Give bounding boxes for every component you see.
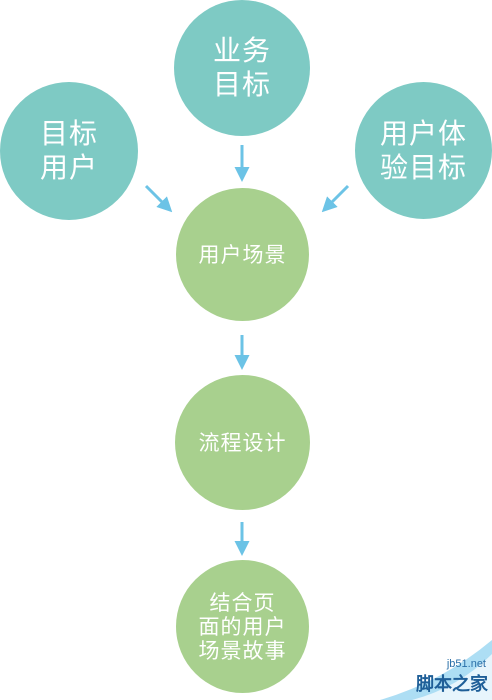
business-goal-line-2: 目标: [212, 68, 271, 101]
ux-goal-line-1: 用户体: [379, 116, 467, 150]
page-story-line-3: 场景故事: [198, 638, 287, 663]
business-goal-node: 业务 目标: [174, 0, 310, 136]
ux-goal-line-2: 验目标: [379, 150, 467, 184]
watermark-site: jb51.net: [446, 658, 486, 670]
user-scenario-label: 用户场景: [198, 242, 287, 267]
page-story-node: 结合页 面的用户 场景故事: [176, 560, 309, 693]
arrow-users-to-scenario: [144, 184, 173, 213]
watermark-swoosh: [380, 640, 492, 700]
process-design-label: 流程设计: [198, 430, 287, 455]
watermark-name: 脚本之家: [416, 674, 488, 695]
target-users-node: 目标 用户: [0, 82, 138, 220]
target-users-line-2: 用户: [39, 151, 98, 184]
page-story-line-2: 面的用户: [198, 614, 287, 639]
page-story-line-1: 结合页: [209, 590, 276, 615]
business-goal-line-1: 业务: [212, 34, 271, 67]
watermark: jb51.net 脚本之家: [372, 620, 492, 700]
arrow-ux-to-scenario: [321, 184, 350, 213]
target-users-line-1: 目标: [39, 117, 98, 150]
user-scenario-node: 用户场景: [176, 188, 309, 321]
process-design-node: 流程设计: [175, 375, 310, 510]
ux-goal-node: 用户体 验目标: [355, 82, 492, 219]
